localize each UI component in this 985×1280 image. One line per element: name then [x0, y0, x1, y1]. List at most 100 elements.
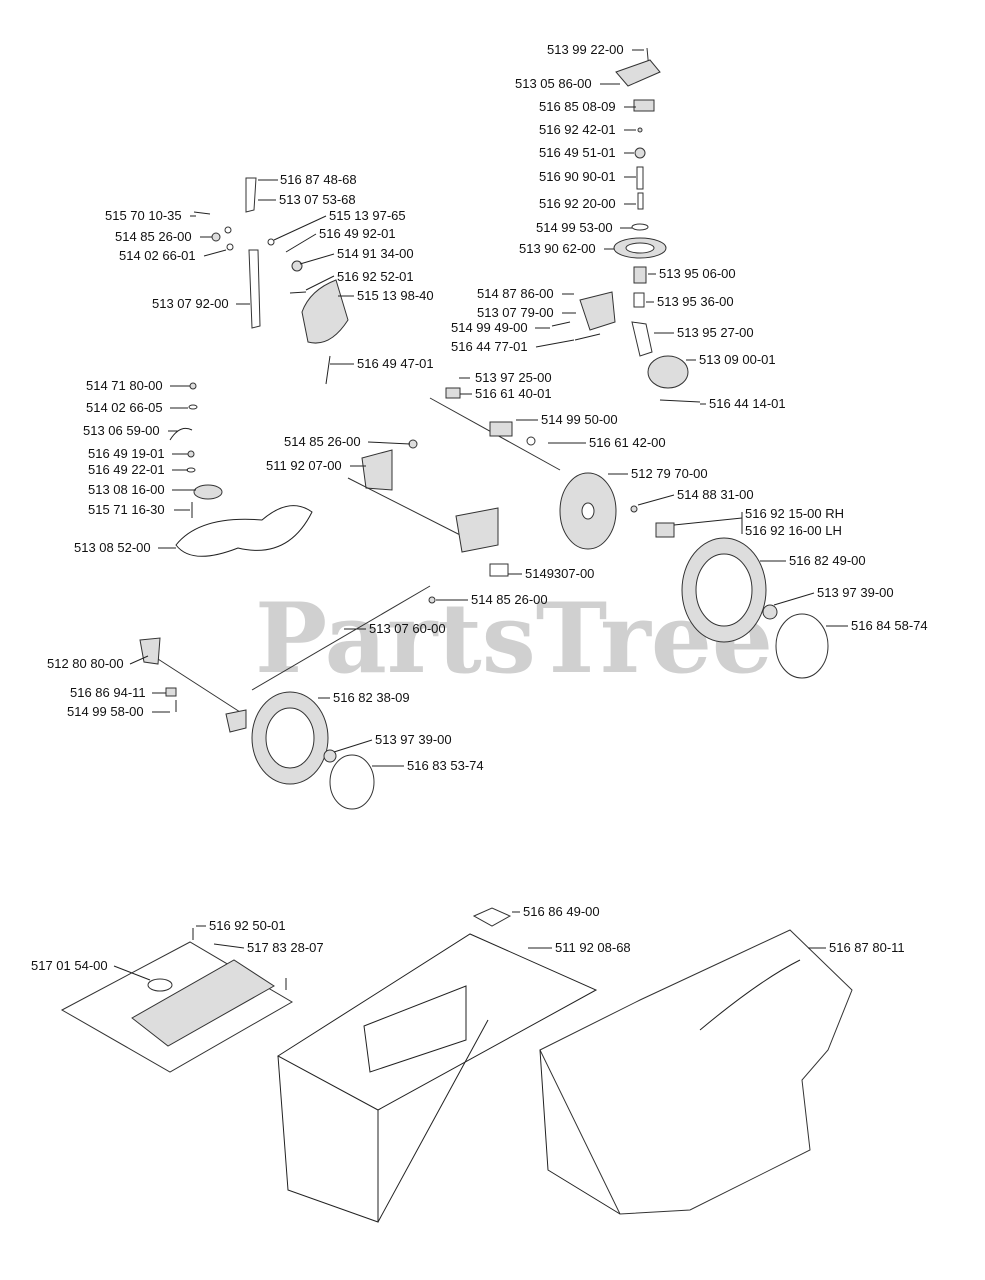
nut-part — [291, 260, 303, 272]
part-label: 512 79 70-00 — [631, 466, 708, 481]
bracket-part — [139, 637, 161, 665]
part-label: 516 82 38-09 — [333, 690, 410, 705]
nut-part — [634, 147, 646, 159]
part-label: 516 82 49-00 — [789, 553, 866, 568]
part-label: 513 95 36-00 — [657, 294, 734, 309]
clip-part — [659, 399, 701, 403]
leader-line — [203, 249, 227, 257]
bag-frame-handle — [363, 985, 467, 1073]
flap-ribs-part — [131, 959, 275, 1047]
bag-frame-top — [277, 933, 598, 1111]
wheel-cover-hole — [581, 502, 595, 520]
rear-wheel-rim — [695, 553, 753, 627]
drive-belt-part — [175, 505, 313, 557]
leader-line — [273, 215, 327, 241]
part-label: 516 92 15-00 RH — [745, 506, 844, 521]
part-label: 516 92 52-01 — [337, 269, 414, 284]
part-label: 511 92 08-68 — [555, 940, 631, 955]
part-label: 516 44 14-01 — [709, 396, 786, 411]
lever-part — [245, 177, 257, 213]
grass-bag-part — [539, 929, 853, 1215]
part-label: 514 71 80-00 — [86, 378, 163, 393]
part-label: 516 90 90-01 — [539, 169, 616, 184]
part-label: 514 99 58-00 — [67, 704, 144, 719]
bolt-part — [289, 291, 307, 294]
part-label: 513 08 52-00 — [74, 540, 151, 555]
part-label: 516 83 53-74 — [407, 758, 484, 773]
leader-line — [213, 943, 245, 949]
leader-line — [673, 517, 743, 526]
part-label: 515 70 10-35 — [105, 208, 182, 223]
parts-drawings — [60, 47, 853, 1223]
plate-part — [472, 907, 512, 927]
leader-line — [773, 592, 815, 606]
part-label: 513 06 59-00 — [83, 423, 160, 438]
idler-pulley-part — [193, 484, 223, 500]
leader-line — [113, 965, 151, 981]
part-label: 516 61 40-01 — [475, 386, 552, 401]
part-label: 516 92 16-00 LH — [745, 523, 842, 538]
part-label: 516 49 19-01 — [88, 446, 165, 461]
pin-part — [551, 321, 571, 327]
nut-part — [189, 382, 197, 390]
part-label: 516 87 48-68 — [280, 172, 357, 187]
nut-part — [187, 450, 195, 458]
gear-part — [655, 522, 675, 538]
nut-part — [428, 596, 436, 604]
part-label: 514 99 50-00 — [541, 412, 618, 427]
part-label: 5149307-00 — [525, 566, 594, 581]
part-label: 513 97 39-00 — [817, 585, 894, 600]
cable-part — [169, 427, 193, 441]
clip-part — [574, 333, 601, 341]
gear-part — [647, 355, 689, 389]
part-label: 511 92 07-00 — [266, 458, 342, 473]
part-label: 513 99 22-00 — [547, 42, 624, 57]
part-label: 513 07 79-00 — [477, 305, 554, 320]
part-label: 515 13 98-40 — [357, 288, 434, 303]
spring-part — [633, 292, 645, 308]
block-part — [633, 99, 655, 112]
part-label: 513 07 60-00 — [369, 621, 446, 636]
part-label: 514 85 26-00 — [284, 434, 361, 449]
washer-part — [188, 404, 198, 410]
hubcap-part — [775, 613, 829, 679]
spring-part — [489, 563, 509, 577]
bag-frame-side — [277, 1055, 379, 1223]
leader-line — [299, 253, 335, 265]
part-label: 516 61 42-00 — [589, 435, 666, 450]
leader-line — [367, 441, 411, 445]
lever-part — [248, 249, 261, 329]
part-label: 515 71 16-30 — [88, 502, 165, 517]
bracket-part — [225, 709, 247, 733]
washer-part — [226, 243, 234, 251]
height-rod-part — [251, 585, 431, 691]
bracket-part — [361, 449, 393, 491]
nut-part — [762, 604, 778, 620]
gearbox-part — [579, 291, 616, 331]
pin-part — [637, 192, 644, 210]
part-label: 514 91 34-00 — [337, 246, 414, 261]
sector-plate-part — [301, 279, 349, 344]
leader-line — [637, 494, 675, 506]
part-label: 513 09 00-01 — [699, 352, 776, 367]
part-label: 516 49 51-01 — [539, 145, 616, 160]
leader-line — [333, 739, 373, 753]
nut-part — [211, 232, 221, 242]
part-label: 516 49 47-01 — [357, 356, 434, 371]
flap-hole — [147, 978, 173, 992]
nut-part — [408, 439, 418, 449]
axle-part — [347, 477, 471, 541]
leader-line — [285, 233, 317, 253]
washer-part — [526, 436, 536, 446]
part-label: 516 92 50-01 — [209, 918, 286, 933]
part-label: 514 85 26-00 — [471, 592, 548, 607]
washer-part — [267, 238, 275, 246]
part-label: 516 92 20-00 — [539, 196, 616, 211]
part-label: 516 49 22-01 — [88, 462, 165, 477]
part-labels: 513 99 22-00 513 05 86-00 516 85 08-09 5… — [31, 42, 928, 973]
leader-line — [535, 339, 575, 348]
bolt-part — [630, 505, 638, 513]
leader-lines — [113, 49, 848, 981]
bracket-part — [631, 321, 653, 357]
